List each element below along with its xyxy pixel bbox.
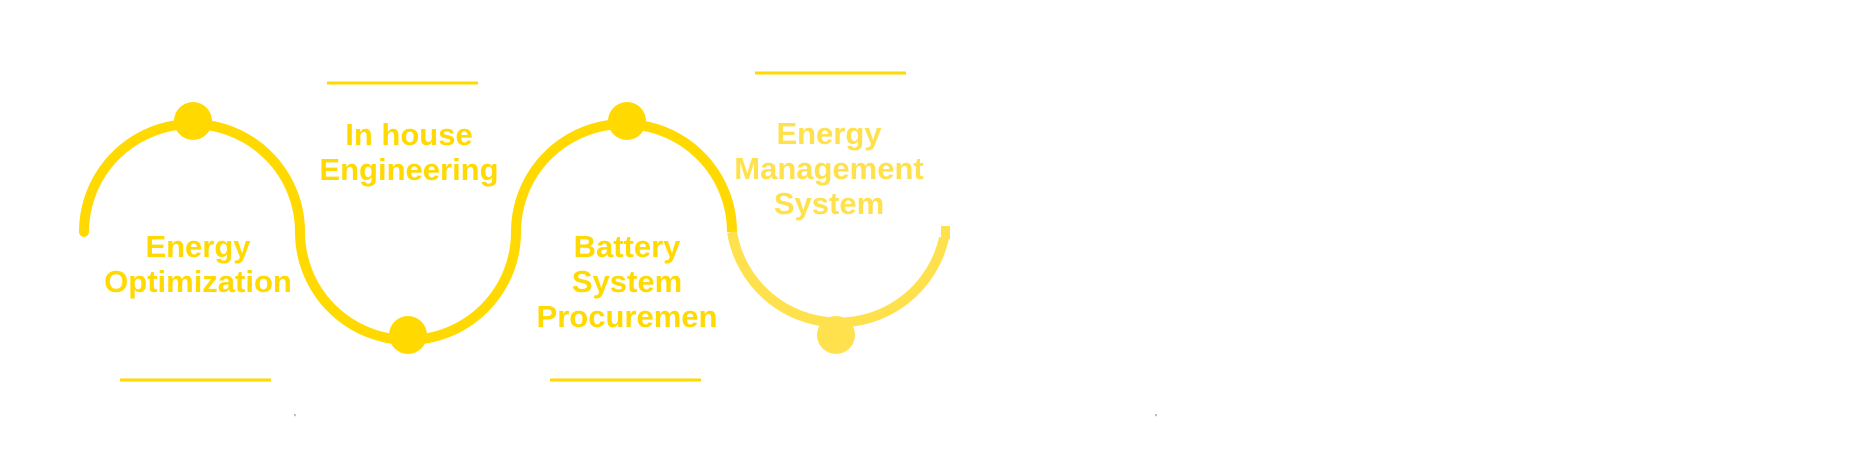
milestone-dot-3: [608, 102, 646, 140]
wave-path-segment-3: [511, 119, 737, 233]
wave-end-cap: [941, 226, 950, 239]
stage-label-energy-optimization: Energy Optimization: [98, 229, 298, 299]
stage-label-line: Engineering: [319, 152, 499, 187]
milestone-dot-2: [389, 316, 427, 354]
stage-label-battery-system-procurement: Battery System Procuremen: [527, 229, 727, 334]
stray-mark-right: ': [1155, 413, 1157, 424]
wave-path-segment-4: [727, 231, 949, 328]
stage-label-line: System: [773, 186, 885, 221]
stage-label-line: Optimization: [104, 264, 292, 299]
stage-label-line: Battery: [573, 229, 681, 264]
stage-label-line: In house: [345, 117, 473, 152]
stray-mark-left: ': [294, 413, 296, 424]
stage-label-line: Procuremen: [536, 299, 718, 334]
milestone-dot-4: [817, 316, 855, 354]
stage-label-line: Energy: [145, 229, 251, 264]
stage-label-line: Management: [734, 151, 924, 186]
stage-label-in-house-engineering: In house Engineering: [309, 117, 509, 187]
stage-label-line: Energy: [776, 116, 882, 151]
stage-label-line: System: [571, 264, 683, 299]
milestone-dot-1: [174, 102, 212, 140]
wave-path-segment-1: [79, 119, 305, 237]
stage-label-energy-management-system: Energy Management System: [729, 116, 929, 221]
